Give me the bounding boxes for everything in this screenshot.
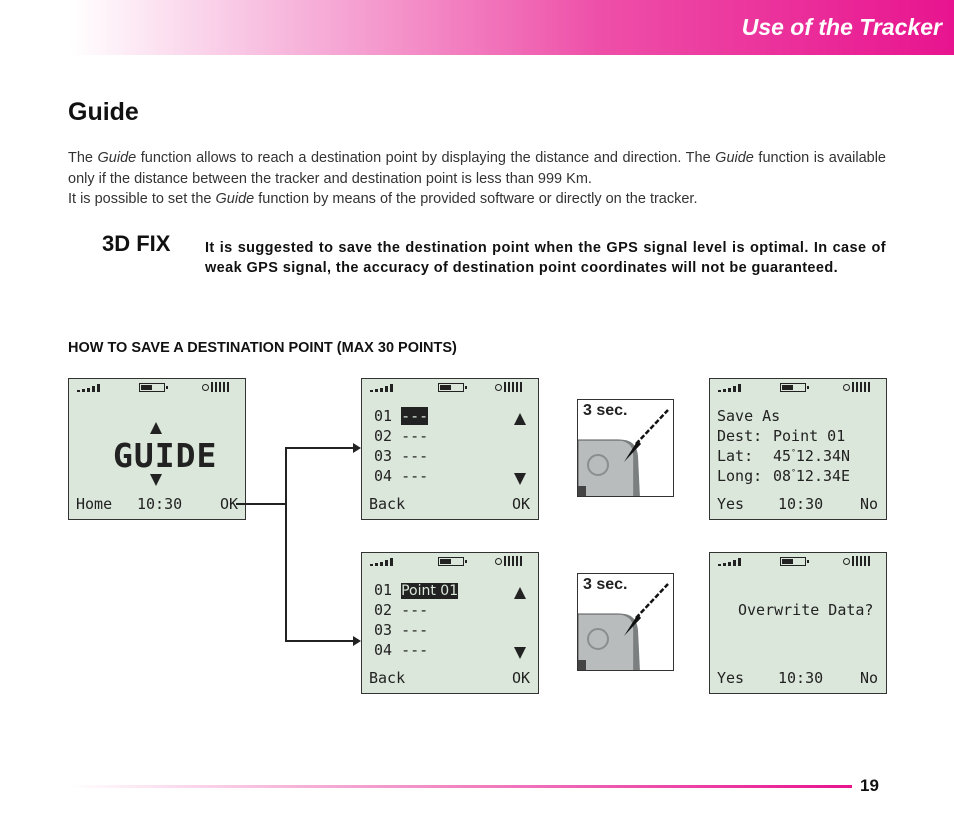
back-softkey[interactable]: Back: [369, 495, 406, 513]
fix-text: It is suggested to save the destination …: [205, 240, 886, 276]
back-softkey[interactable]: Back: [369, 669, 406, 687]
signal-icon: [77, 384, 100, 392]
list-item[interactable]: 03 ---: [374, 447, 429, 465]
status-bar: [710, 379, 886, 399]
arrow-down-icon: [150, 474, 162, 486]
intro-paragraph-1: The Guide function allows to reach a des…: [68, 150, 886, 187]
yes-softkey[interactable]: Yes: [717, 669, 745, 687]
list-item[interactable]: 01 Point 01: [374, 581, 459, 599]
section-title: Guide: [68, 98, 139, 126]
footer-line: [70, 785, 852, 788]
clock: 10:30: [137, 495, 183, 513]
connector-line: [285, 447, 355, 449]
list-item[interactable]: 04 ---: [374, 467, 429, 485]
ok-softkey[interactable]: OK: [512, 495, 531, 513]
header-title: Use of the Tracker: [741, 14, 942, 40]
ok-softkey[interactable]: OK: [220, 495, 239, 513]
gps-icon: [843, 556, 870, 566]
battery-icon: [438, 557, 467, 566]
dest-value: Point 01: [773, 427, 846, 445]
save-as-screen: Save As Dest: Point 01 Lat: 45°12.34N Lo…: [709, 378, 887, 520]
clock: 10:30: [778, 495, 824, 513]
press-duration-label: 3 sec.: [583, 402, 628, 419]
list-item[interactable]: 02 ---: [374, 601, 429, 619]
gps-icon: [495, 556, 522, 566]
lat-value: 45°12.34N: [773, 447, 851, 465]
ok-softkey[interactable]: OK: [512, 669, 531, 687]
arrow-right-icon: [353, 443, 361, 453]
long-value: 08°12.34E: [773, 467, 851, 485]
gps-icon: [843, 382, 870, 392]
gps-icon: [495, 382, 522, 392]
save-as-title: Save As: [717, 407, 781, 425]
arrow-up-icon: [150, 422, 162, 434]
arrow-down-icon: [514, 647, 526, 659]
long-label: Long:: [717, 467, 763, 485]
connector-line: [285, 447, 287, 641]
clock: 10:30: [778, 669, 824, 687]
page-number: 19: [860, 776, 879, 795]
intro-paragraph-2: It is possible to set the Guide function…: [68, 191, 698, 207]
status-bar: [362, 379, 538, 399]
connector-line: [285, 640, 355, 642]
no-softkey[interactable]: No: [860, 495, 879, 513]
home-softkey[interactable]: Home: [76, 495, 113, 513]
point-list-screen: 01 --- 02 --- 03 --- 04 --- Back OK: [361, 378, 539, 520]
arrow-right-icon: [353, 636, 361, 646]
status-bar: [69, 379, 245, 399]
arrow-up-icon: [514, 587, 526, 599]
dest-label: Dest:: [717, 427, 763, 445]
point-list-screen-saved: 01 Point 01 02 --- 03 --- 04 --- Back OK: [361, 552, 539, 694]
press-duration-label: 3 sec.: [583, 576, 628, 593]
press-3sec-illustration: 3 sec.: [577, 573, 674, 671]
list-item[interactable]: 01 ---: [374, 407, 429, 425]
list-item[interactable]: 04 ---: [374, 641, 429, 659]
list-item[interactable]: 03 ---: [374, 621, 429, 639]
guide-label: GUIDE: [113, 436, 218, 475]
howto-title: HOW TO SAVE A DESTINATION POINT (MAX 30 …: [68, 340, 457, 356]
battery-icon: [438, 383, 467, 392]
intro-text: The Guide function allows to reach a des…: [68, 148, 886, 210]
arrow-up-icon: [514, 413, 526, 425]
lat-label: Lat:: [717, 447, 754, 465]
yes-softkey[interactable]: Yes: [717, 495, 745, 513]
overwrite-screen: Overwrite Data? Yes 10:30 No: [709, 552, 887, 694]
signal-icon: [370, 384, 393, 392]
gps-icon: [202, 382, 229, 392]
no-softkey[interactable]: No: [860, 669, 879, 687]
fix-label: 3D FIX: [102, 231, 171, 256]
list-item[interactable]: 02 ---: [374, 427, 429, 445]
signal-icon: [370, 558, 393, 566]
battery-icon: [780, 557, 809, 566]
signal-icon: [718, 384, 741, 392]
guide-screen: GUIDE Home 10:30 OK: [68, 378, 246, 520]
press-3sec-illustration: 3 sec.: [577, 399, 674, 497]
status-bar: [362, 553, 538, 573]
arrow-down-icon: [514, 473, 526, 485]
device-button-icon: [578, 583, 669, 670]
battery-icon: [139, 383, 168, 392]
signal-icon: [718, 558, 741, 566]
device-button-icon: [578, 409, 669, 496]
header-bar: Use of the Tracker: [70, 0, 954, 55]
status-bar: [710, 553, 886, 573]
overwrite-question: Overwrite Data?: [738, 601, 874, 619]
connector-line: [236, 503, 287, 505]
battery-icon: [780, 383, 809, 392]
